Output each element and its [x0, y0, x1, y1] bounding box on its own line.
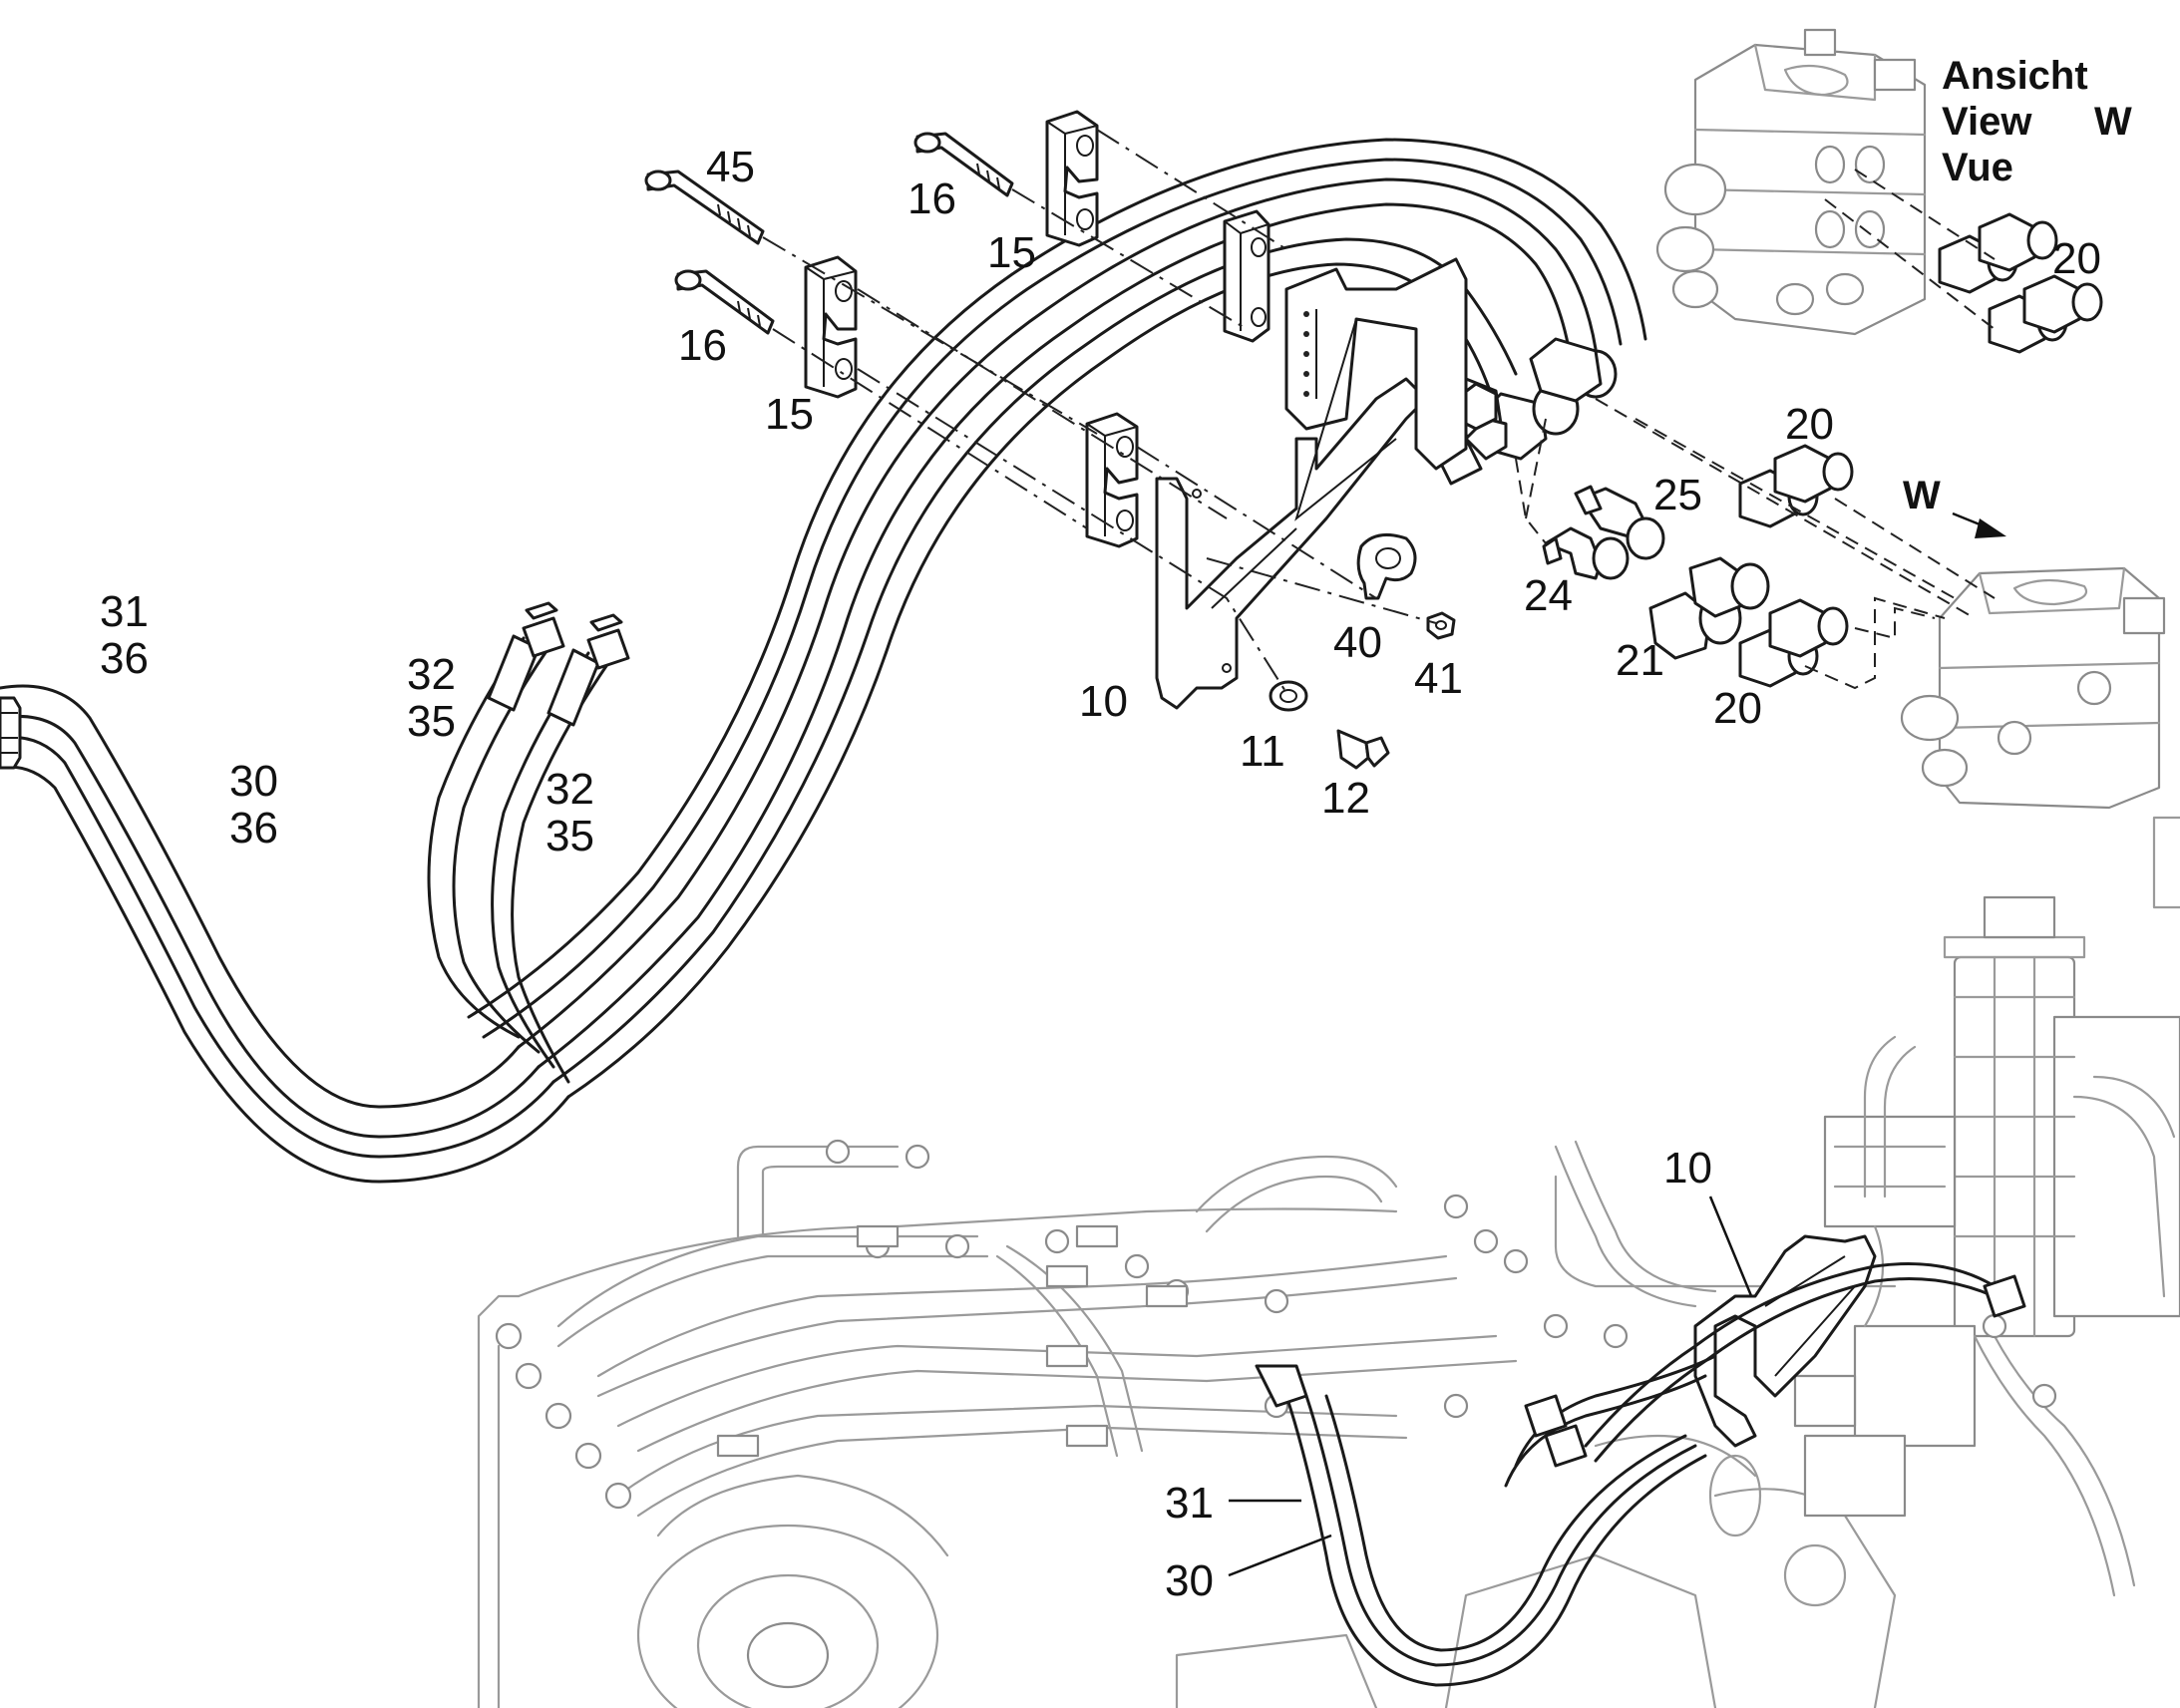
callout-10: 10: [1079, 677, 1128, 726]
installed-bracket: [1255, 1234, 2026, 1687]
valve-block-target: [1900, 566, 2166, 810]
callout-21: 21: [1616, 636, 1664, 685]
valve-block-view-w: [1655, 28, 1927, 336]
bolt-12: [1336, 729, 1390, 770]
callout-40: 40: [1333, 618, 1382, 667]
view-arrow-letter: W: [1903, 474, 1941, 517]
callout-20-lower: 20: [1713, 684, 1762, 733]
view-w-arrow: [1952, 512, 2006, 538]
callout-32-right: 32: [545, 765, 594, 814]
leader-lines: [1228, 1196, 1782, 1577]
callout-12: 12: [1321, 774, 1370, 823]
callout-10-installed: 10: [1663, 1144, 1712, 1193]
callout-labels: 45 16 16 15 15 20 20 20 25 24 21 40 41 1…: [100, 143, 2101, 1605]
callout-24: 24: [1524, 571, 1573, 620]
grommet-40: [1356, 532, 1417, 600]
clamp-upper-bracket: [1223, 209, 1271, 343]
callout-16-left: 16: [678, 321, 727, 370]
callout-11: 11: [1240, 727, 1285, 776]
callout-30-installed: 30: [1165, 1556, 1214, 1605]
callout-32-left: 32: [407, 650, 456, 699]
callout-25: 25: [1653, 471, 1702, 519]
bolt-16-left: [674, 269, 775, 335]
fitting-24: [1542, 526, 1630, 580]
clamp-15-left: [804, 255, 858, 399]
hose-end-fittings: [1434, 337, 1618, 486]
callout-16-right: 16: [908, 174, 956, 223]
view-label-letter: W: [2094, 100, 2132, 144]
main-hose-bundle: [0, 138, 1647, 1184]
view-label-fr: Vue: [1942, 146, 2013, 189]
callout-15-right: 15: [987, 228, 1036, 277]
clamp-lower: [1085, 412, 1139, 548]
callout-41: 41: [1414, 654, 1463, 703]
bolt-45: [644, 170, 765, 245]
alignment-lines: [762, 129, 1996, 697]
view-label: Ansicht View Vue W W: [1903, 54, 2132, 517]
callout-31-top: 31: [100, 587, 149, 636]
callout-15-left: 15: [765, 390, 814, 439]
machine-background: [477, 816, 2180, 1708]
callout-35-right: 35: [545, 812, 594, 860]
callout-20-middle: 20: [1785, 400, 1834, 449]
callout-20-upper: 20: [2052, 234, 2101, 283]
bracket-holes: [1303, 311, 1309, 397]
fitting-21: [1648, 556, 1770, 660]
fitting-20-group-lower: [1738, 598, 1849, 688]
fitting-25: [1574, 485, 1665, 560]
fitting-20-group-upper: [1938, 212, 2103, 354]
callout-31-installed: 31: [1165, 1479, 1214, 1528]
clamp-15-right: [1045, 110, 1099, 247]
callout-30-mid: 30: [229, 757, 278, 806]
bracket-upper: [1284, 257, 1468, 521]
washer-11: [1269, 680, 1308, 712]
callout-35-left: 35: [407, 697, 456, 746]
bolt-16-right: [913, 132, 1014, 197]
callout-36-mid: 36: [229, 804, 278, 853]
view-label-en: View: [1942, 100, 2032, 144]
callout-36-top: 36: [100, 634, 149, 683]
view-label-de: Ansicht: [1942, 54, 2088, 98]
callout-45: 45: [706, 143, 755, 191]
nut-41: [1426, 611, 1456, 640]
background-fittings: [495, 1139, 2057, 1510]
